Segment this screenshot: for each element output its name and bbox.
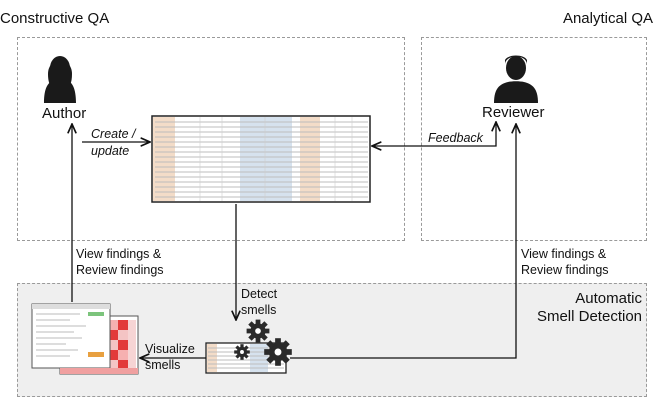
view-findings-left-line1: View findings & xyxy=(76,247,162,261)
findings-report-thumbnail xyxy=(31,303,139,375)
analytical-qa-title: Analytical QA xyxy=(562,10,653,27)
detect-smells-label-line2: smells xyxy=(241,303,277,317)
view-findings-right-arrow xyxy=(290,124,516,359)
constructive-qa-title: Constructive QA xyxy=(0,10,110,27)
create-update-label-line1: Create / xyxy=(91,127,136,141)
author-icon xyxy=(44,56,76,103)
visualize-smells-label-line2: smells xyxy=(145,358,181,372)
automatic-detection-title-line1: Automatic xyxy=(575,290,642,307)
author-label: Author xyxy=(42,105,87,122)
view-findings-right-line1: View findings & xyxy=(521,247,607,261)
feedback-label: Feedback xyxy=(428,131,483,145)
reviewer-label: Reviewer xyxy=(482,104,545,121)
visualize-smells-label-line1: Visualize xyxy=(145,342,195,356)
view-findings-right-line2: Review findings xyxy=(521,263,609,277)
feedback-arrow xyxy=(372,122,496,146)
heatmap-grid xyxy=(108,320,136,370)
create-update-label-line2: update xyxy=(91,144,130,158)
detect-smells-label-line1: Detect xyxy=(241,287,278,301)
automatic-detection-title-line2: Smell Detection xyxy=(536,308,642,325)
view-findings-left-line2: Review findings xyxy=(76,263,164,277)
spreadsheet-thumbnail xyxy=(151,115,371,203)
reviewer-icon xyxy=(494,55,538,103)
